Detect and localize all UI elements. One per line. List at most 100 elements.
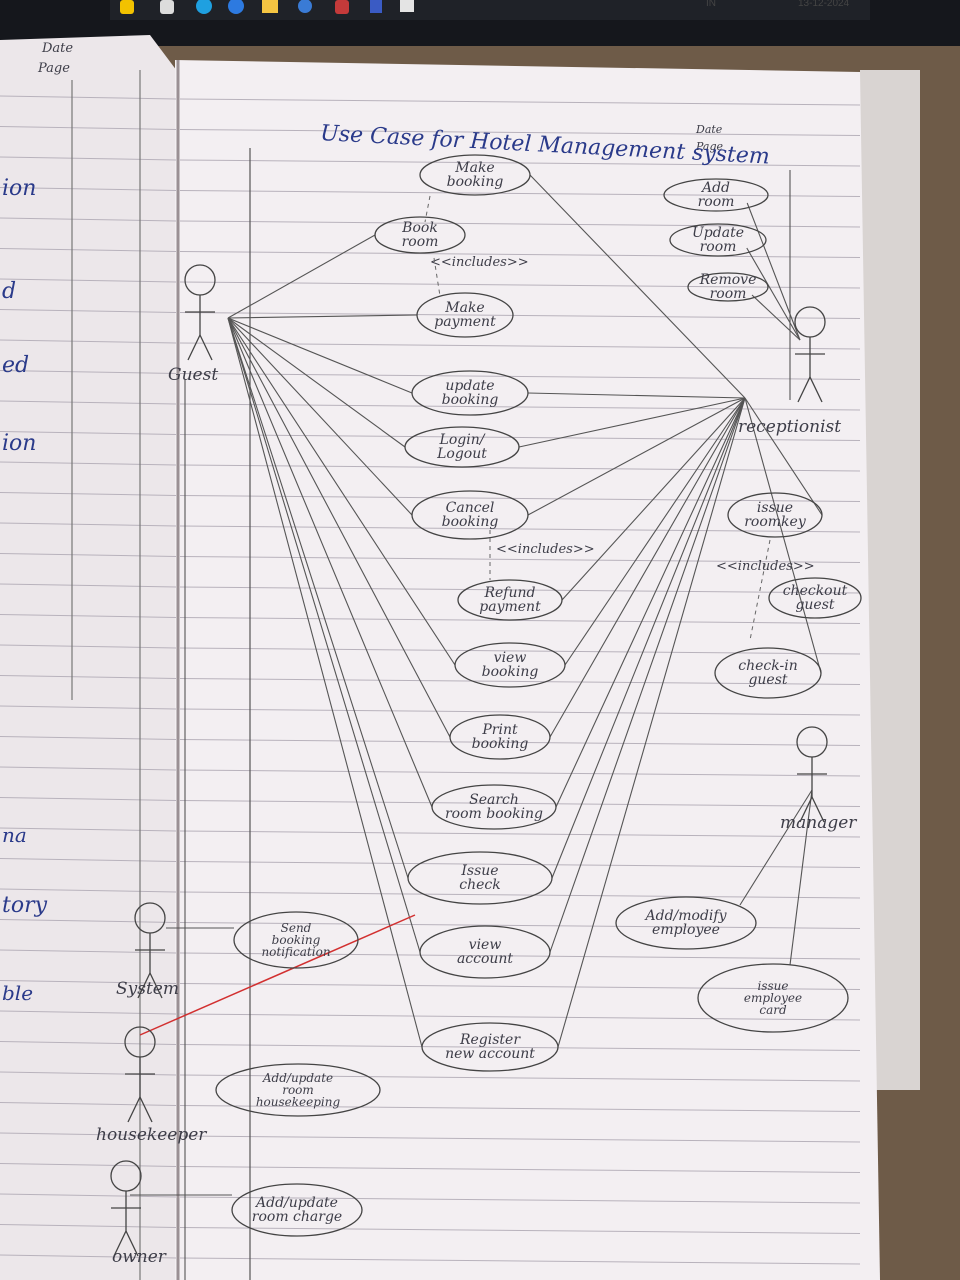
margin-word: na: [2, 823, 27, 847]
margin-word: ed: [2, 353, 29, 378]
use-case-label: Cancel: [446, 500, 495, 516]
store-icon[interactable]: [370, 0, 382, 13]
use-case-label: room: [282, 1083, 314, 1097]
use-case-label: room: [402, 234, 439, 250]
use-case-label: room: [700, 239, 737, 255]
left-page-label: Page: [37, 61, 70, 76]
use-case-label: checkout: [783, 583, 848, 599]
use-case-label: Add: [700, 180, 730, 196]
actor-label: System: [116, 979, 179, 999]
use-case-label: issue: [757, 500, 793, 516]
use-case-label: Search: [469, 792, 519, 808]
red-pen-stroke: [139, 914, 416, 1036]
app-icon-1[interactable]: [120, 0, 134, 14]
use-cases: MakebookingBookroomMakepaymentupdatebook…: [215, 154, 862, 1237]
taskbar-date[interactable]: 13-12-2024: [798, 0, 850, 9]
use-case-label: update: [445, 378, 494, 394]
use-case-label: Make: [454, 160, 494, 176]
actor-label: housekeeper: [96, 1125, 207, 1145]
use-case-label: payment: [434, 314, 496, 330]
actor-label: owner: [112, 1247, 167, 1267]
use-case-label: issue: [758, 979, 789, 993]
use-case-login-logout: Login/Logout: [404, 426, 520, 468]
use-case-label: view: [469, 937, 502, 953]
language-indicator[interactable]: IN: [706, 0, 716, 9]
actor-label: Guest: [168, 365, 218, 385]
margin-word: ble: [2, 981, 33, 1005]
actor-receptionist: receptionist: [738, 306, 841, 437]
use-case-label: check: [459, 877, 500, 893]
use-case-label: notification: [261, 945, 330, 959]
use-case-label: Logout: [436, 446, 487, 462]
use-case-label: roomkey: [744, 514, 807, 530]
teams-icon[interactable]: [335, 0, 349, 14]
use-case-label: booking: [447, 174, 504, 190]
use-case-label: room: [698, 194, 735, 210]
use-case-label: booking: [482, 664, 539, 680]
includes-label: <<includes>>: [716, 559, 815, 574]
chrome-icon[interactable]: [228, 0, 244, 14]
use-case-label: Add/modify: [644, 908, 728, 924]
actor-guest: Guest: [168, 264, 218, 385]
actor-system: System: [116, 902, 179, 999]
use-case-label: account: [457, 951, 513, 967]
use-case-label: card: [759, 1003, 787, 1017]
right-page-label: Page: [695, 140, 724, 153]
use-case-label: Book: [401, 220, 438, 236]
use-case-label: employee: [652, 922, 720, 938]
includes-label: <<includes>>: [430, 255, 529, 270]
office-icon[interactable]: [298, 0, 312, 13]
windows-icon[interactable]: [400, 0, 414, 12]
use-case-label: Make: [444, 300, 484, 316]
use-case-label: room booking: [445, 806, 543, 822]
margin-word: d: [2, 279, 16, 304]
use-case-label: housekeeping: [256, 1095, 341, 1109]
actor-manager: manager: [780, 726, 857, 833]
use-case-label: Remove: [699, 272, 757, 288]
use-case-label: view: [494, 650, 527, 666]
use-case-label: Print: [481, 722, 518, 738]
margin-word: tory: [2, 893, 48, 918]
use-case-label: booking: [442, 514, 499, 530]
association-lines: [130, 170, 823, 1280]
taskbar: IN 13-12-2024: [110, 0, 870, 20]
use-case-label: booking: [442, 392, 499, 408]
file-explorer-icon[interactable]: [262, 0, 278, 13]
use-case-label: Add/update: [254, 1195, 338, 1211]
app-icon-2[interactable]: [160, 0, 174, 14]
use-case-label: new account: [445, 1046, 535, 1062]
include-dashes: [424, 195, 771, 641]
use-case-label: room: [710, 286, 747, 302]
use-case-label: check-in: [738, 658, 797, 674]
margin-word: ion: [2, 176, 36, 201]
use-case-label: Register: [459, 1032, 521, 1048]
left-margin-words: ion d ed ion na tory ble: [2, 176, 48, 1005]
ruled-lines: [0, 95, 861, 1265]
edge-icon[interactable]: [196, 0, 212, 14]
use-case-label: guest: [795, 597, 834, 613]
use-case-label: Send: [281, 921, 312, 935]
right-date-label: Date: [695, 123, 723, 136]
